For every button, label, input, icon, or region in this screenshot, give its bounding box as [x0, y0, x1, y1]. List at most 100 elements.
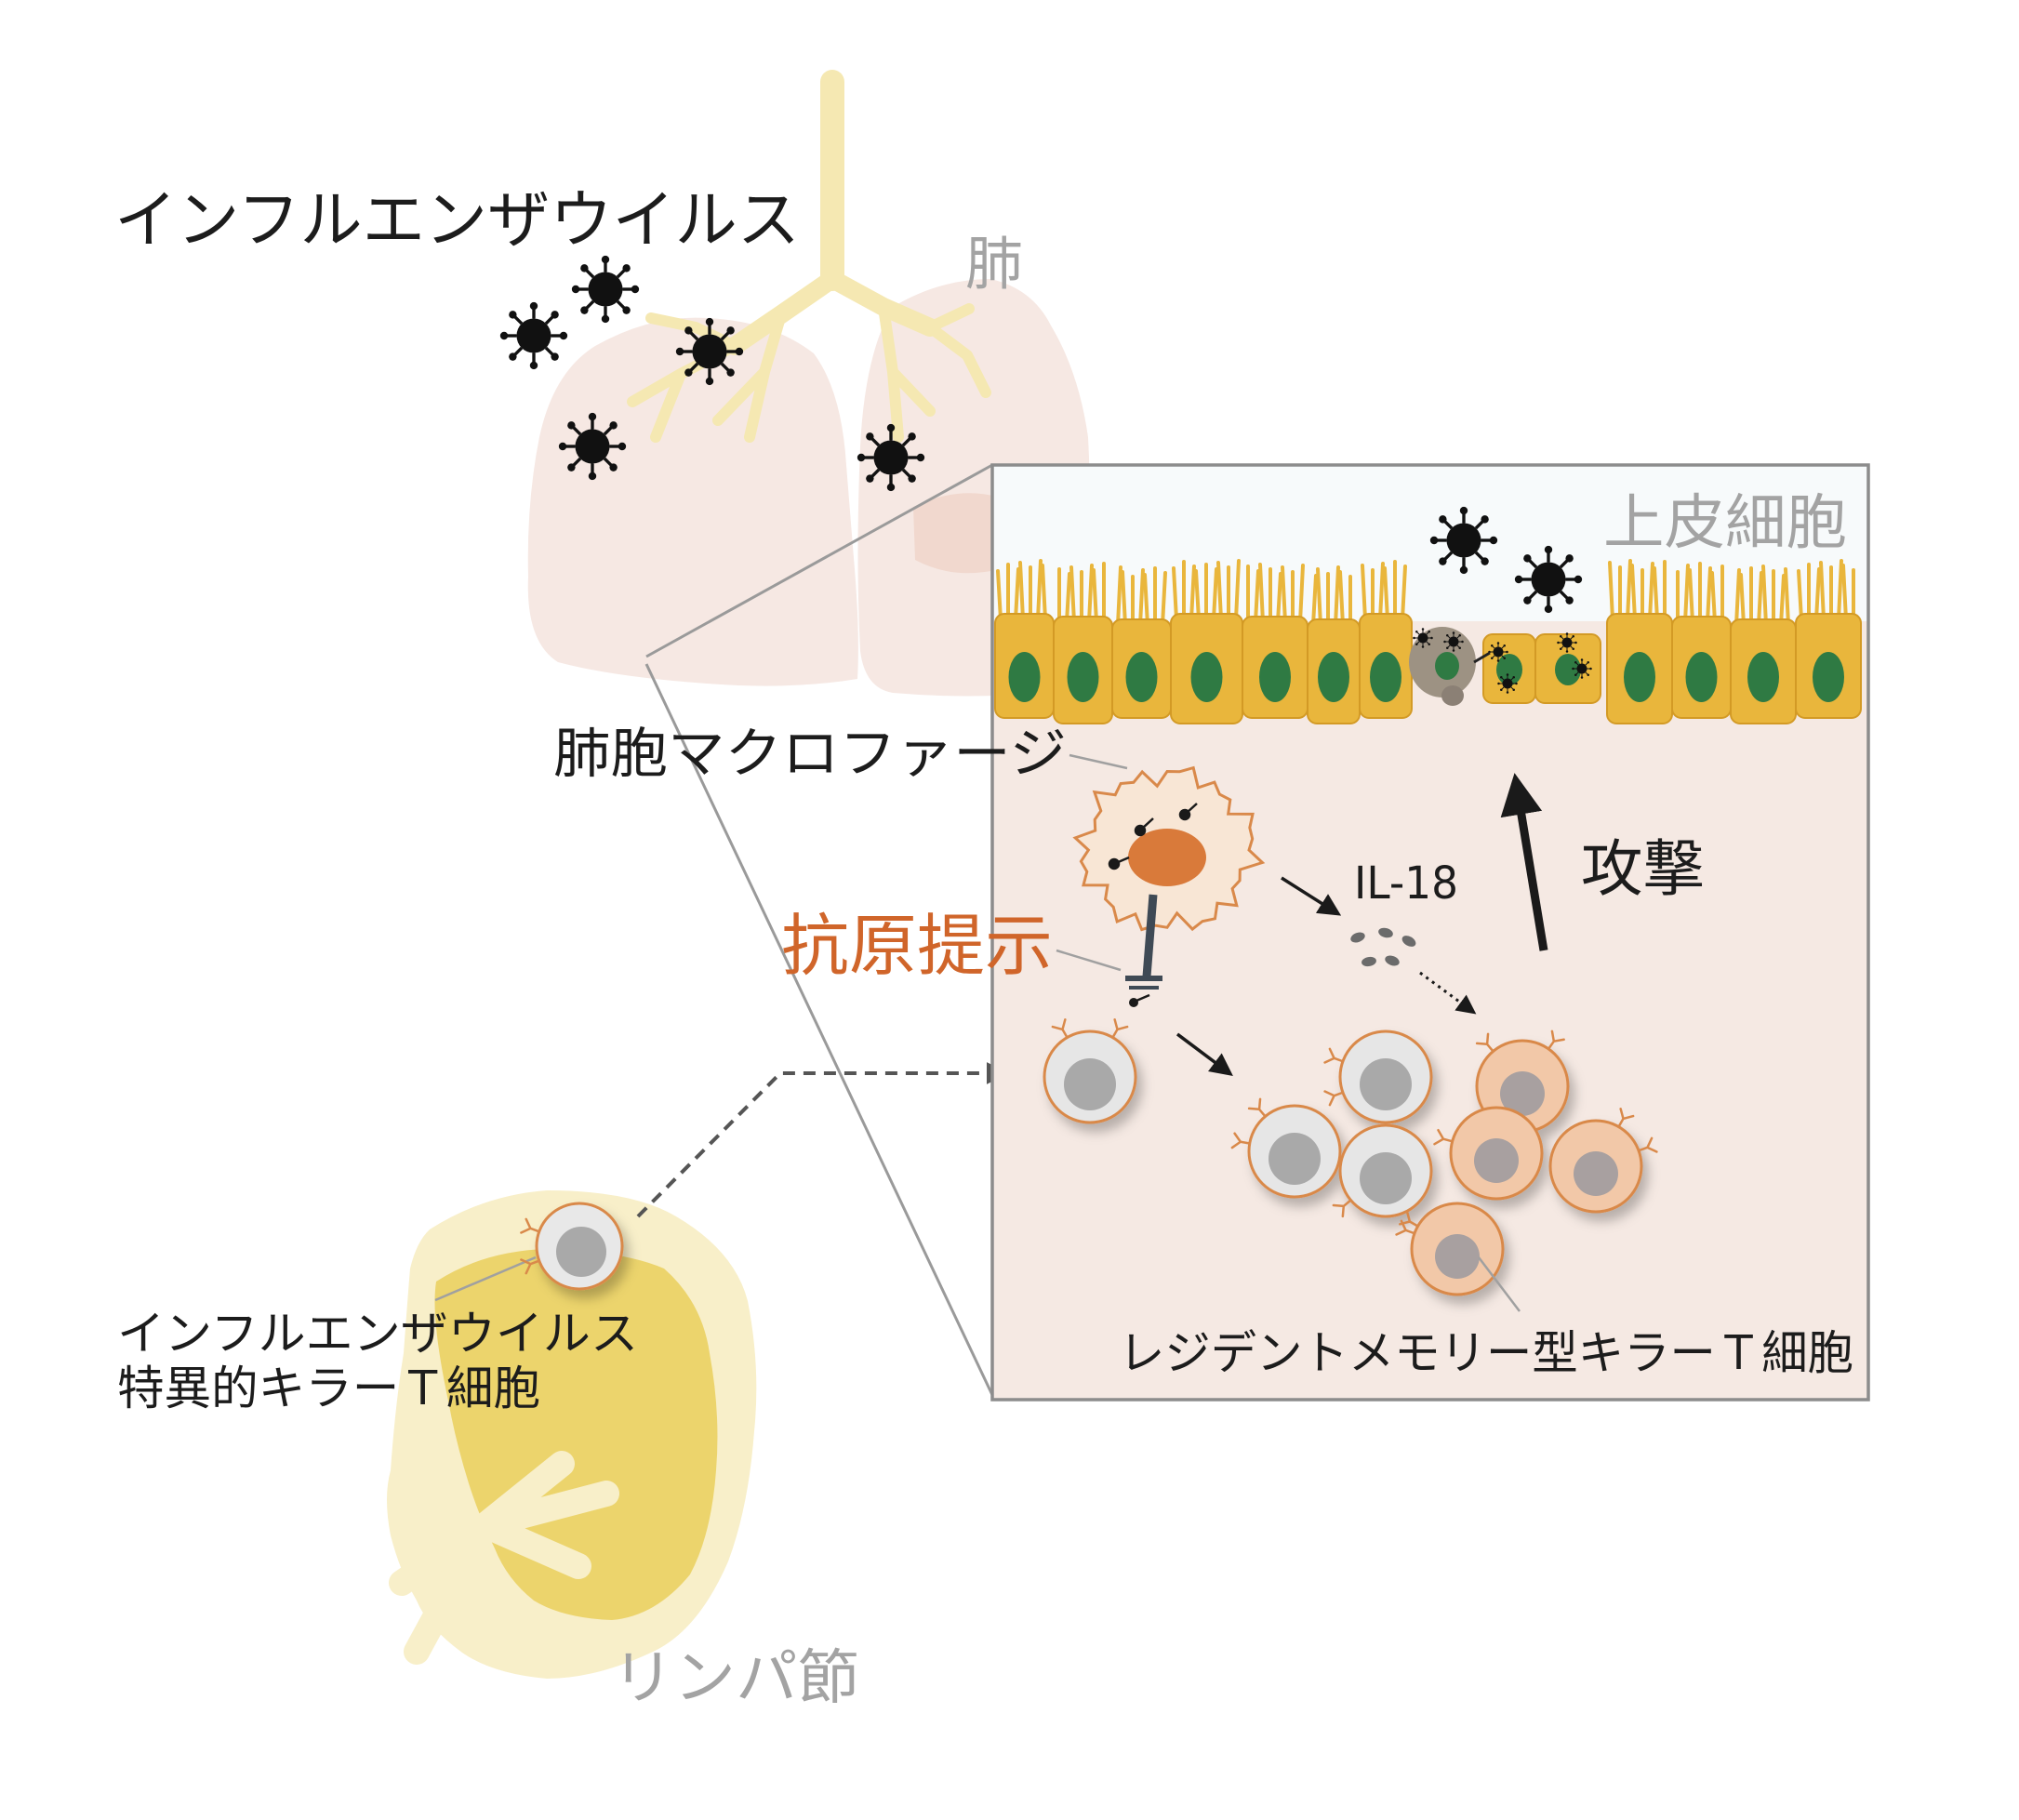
memory-t-cell-nucleus [1474, 1138, 1519, 1183]
cilium [1648, 562, 1654, 621]
virus-icon [1557, 632, 1577, 653]
activation-arrow [1176, 1032, 1233, 1076]
memory-t-cell-nucleus [1500, 1071, 1545, 1116]
epithelial-cell-nucleus [1624, 652, 1655, 702]
tcr-receptor [1323, 1047, 1345, 1064]
antigen-presentation-leader [1056, 949, 1122, 972]
virus-icon [857, 423, 925, 492]
cilium [1779, 574, 1786, 627]
lymph-node-label: リンパ節 [612, 1644, 859, 1713]
il18-molecules [1350, 927, 1416, 967]
epithelial-cell-nucleus [1067, 652, 1099, 702]
virus-icon [675, 317, 744, 386]
trachea-bronchi [627, 70, 991, 443]
epithelial-cell-nucleus [1259, 652, 1291, 702]
tcr-receptor [1475, 1032, 1494, 1053]
cilium [1653, 566, 1659, 621]
il18-molecule [1378, 927, 1393, 938]
effector-t-cell [1338, 1030, 1433, 1124]
cilium [1334, 565, 1340, 627]
virus-icon [1443, 631, 1464, 652]
effector-t-cell [1338, 1123, 1433, 1218]
zoom-line-top [645, 463, 993, 658]
memory-t-cell-group [1410, 1039, 1643, 1296]
macrophage-antigens [1108, 803, 1198, 870]
tcr-receptor [1332, 1199, 1352, 1218]
memory-t-cell [1548, 1119, 1643, 1214]
epithelial-cell-nucleus [1813, 652, 1844, 702]
antigen-dot [1178, 808, 1191, 821]
virus-icon [499, 301, 568, 370]
attack-arrow [1500, 773, 1548, 951]
cilium [1401, 565, 1407, 621]
tcr-receptor [1323, 1090, 1345, 1107]
dying-cell-bleb [1441, 685, 1464, 706]
tcr-receptor-group [520, 1018, 1658, 1275]
cilium [1254, 569, 1260, 624]
left-bronchioles [627, 309, 787, 443]
dying-cell-nucleus [1435, 652, 1459, 680]
virus-link [1473, 651, 1491, 664]
il18-molecule [1401, 936, 1416, 947]
antigen-dot [1108, 857, 1121, 870]
cilium [1706, 566, 1712, 624]
epithelial-cell-nucleus [1496, 654, 1522, 685]
cilium [1087, 564, 1094, 624]
tcr-receptor [1051, 1018, 1069, 1039]
specific-t-cell-label-line1: インフルエンザウイルス [117, 1307, 638, 1361]
cilium [1069, 565, 1076, 624]
cilium [1608, 561, 1614, 621]
tcr-receptor [1395, 1219, 1416, 1236]
cilium [1841, 564, 1848, 621]
macrophage-nucleus [1128, 829, 1206, 886]
epithelium-layer [994, 559, 1862, 724]
tcr-receptor [520, 1217, 541, 1234]
cilium [1172, 566, 1178, 621]
virus-title: インフルエンザウイルス [114, 184, 800, 258]
antigen-stem [1136, 993, 1150, 1003]
memory-t-cell-nucleus [1435, 1234, 1480, 1279]
cilium [1819, 561, 1826, 621]
cilium [1797, 569, 1803, 621]
il18-molecule [1361, 956, 1376, 967]
macrophage-to-il18-arrow [1281, 876, 1342, 916]
effector-t-cell [1247, 1104, 1342, 1199]
mhc-stalk [1142, 894, 1158, 977]
epithelial-cell-nucleus [1685, 652, 1718, 702]
cilium [1837, 559, 1843, 621]
lung-illustration [527, 70, 1090, 697]
cilium [1065, 572, 1071, 624]
t-cell-nucleus [1360, 1152, 1412, 1204]
macrophage-leader [1069, 753, 1128, 770]
lung-right-lobe-shade [913, 493, 1000, 574]
cilium [1216, 561, 1223, 621]
cilium [1383, 566, 1389, 621]
cilium [1138, 568, 1145, 627]
tcr-receptor [1547, 1030, 1565, 1051]
il18-molecule [1350, 932, 1365, 943]
cilium [1814, 567, 1821, 621]
lymph-node-illustration [387, 1190, 757, 1679]
t-cell-nucleus [1360, 1058, 1412, 1110]
cilium [1378, 562, 1385, 621]
alveolar-macrophage [1072, 765, 1266, 1007]
cilium [1630, 564, 1637, 621]
cilium [1258, 563, 1265, 624]
trm-leader [1478, 1256, 1521, 1312]
cilium [1041, 564, 1047, 621]
cilium [1281, 565, 1287, 624]
zoom-box [520, 463, 1870, 1402]
cilium [1626, 559, 1632, 621]
cilium [1757, 571, 1763, 627]
macrophage-label: 肺胞マクロファージ [553, 722, 1067, 785]
migration-dashed-arrow [636, 1062, 1009, 1218]
epithelial-cell-nucleus [1008, 652, 1041, 702]
specific-t-cell-label-line2: 特異的キラーＴ細胞 [117, 1362, 540, 1415]
t-cell-nucleus [1064, 1058, 1116, 1110]
memory-t-cell-nucleus [1574, 1151, 1618, 1196]
virus-icon [1413, 628, 1433, 648]
cilium [1316, 567, 1322, 627]
cilium [1761, 565, 1768, 627]
tcr-receptor [1111, 1018, 1129, 1039]
